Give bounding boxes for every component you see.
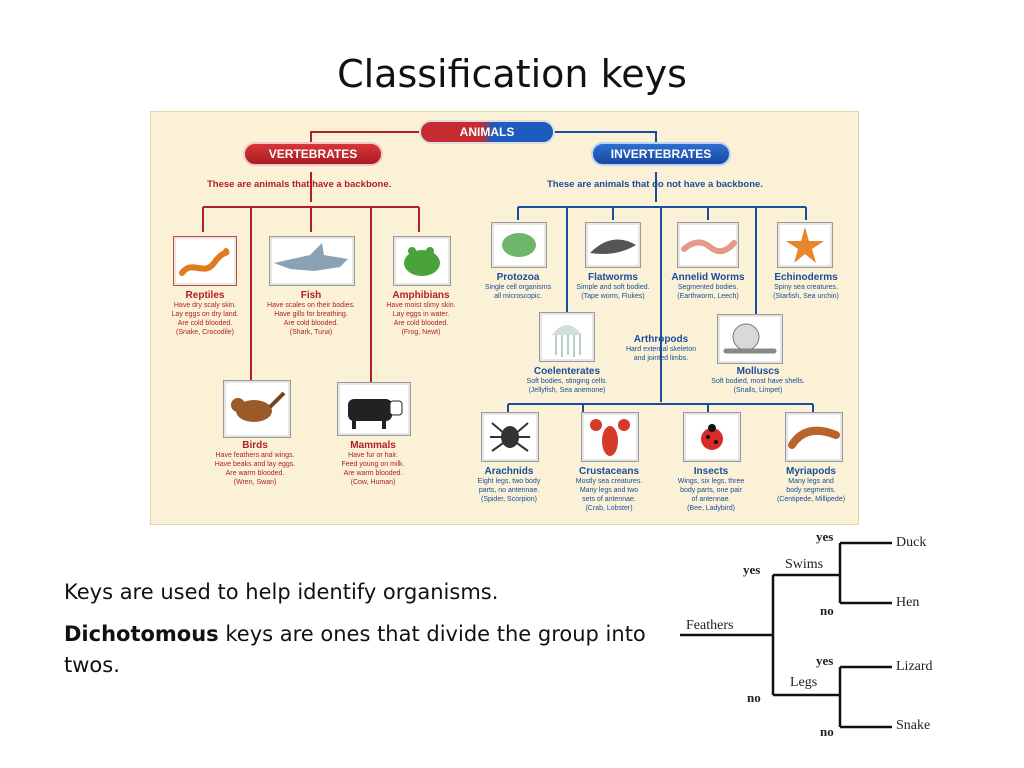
key-branch-yes: yes	[743, 562, 761, 577]
animal-classification-poster: ANIMALS VERTEBRATES INVERTEBRATES These …	[150, 111, 859, 525]
key-legs-no: no	[820, 724, 834, 739]
key-leaf-snake: Snake	[896, 718, 931, 733]
cow-picture	[337, 382, 411, 436]
invertebrates-label: INVERTEBRATES	[591, 142, 731, 166]
category-name: Molluscs	[736, 366, 780, 377]
category-annelid-worms: Annelid Worms Segmented bodies.(Earthwor…	[661, 272, 755, 301]
bullet-keys-identify: Keys are used to help identify organisms…	[64, 580, 499, 604]
category-desc: Have fur or hair.Feed young on milk.Are …	[341, 452, 405, 486]
category-name: Mammals	[350, 440, 396, 451]
dichotomous-definition: keys are ones that divide the group into…	[64, 622, 646, 677]
category-name: Coelenterates	[533, 366, 601, 377]
category-fish: Fish Have scales on their bodies.Have gi…	[255, 290, 367, 337]
category-desc: Have dry scaly skin.Lay eggs on dry land…	[171, 302, 239, 336]
category-name: Myriapods	[785, 466, 836, 477]
category-desc: Have scales on their bodies.Have gills f…	[267, 302, 355, 336]
category-name: Crustaceans	[578, 466, 640, 477]
bullet-dichotomous: Dichotomous keys are ones that divide th…	[64, 619, 654, 681]
category-name: Annelid Worms	[671, 272, 745, 283]
category-desc: Segmented bodies.(Earthworm, Leech)	[677, 284, 739, 300]
category-birds: Birds Have feathers and wings.Have beaks…	[203, 440, 307, 487]
key-swims-yes: yes	[816, 529, 834, 544]
category-molluscs: Molluscs Soft bodied, most have shells.(…	[703, 366, 813, 395]
ladybird-picture	[683, 412, 741, 462]
shark-picture	[269, 236, 355, 286]
animals-label: ANIMALS	[419, 120, 555, 144]
lobster-picture	[581, 412, 639, 462]
slide-title: Classification keys	[337, 52, 687, 96]
spider-picture	[481, 412, 539, 462]
category-echinoderms: Echinoderms Spiny sea creatures.(Starfis…	[759, 272, 853, 301]
key-node-swims: Swims	[785, 557, 824, 572]
category-name: Arthropods	[633, 334, 689, 345]
category-name: Birds	[242, 440, 268, 451]
earthworm-picture	[677, 222, 739, 268]
poster-connector-lines	[202, 131, 814, 412]
category-flatworms: Flatworms Simple and soft bodied.(Tape w…	[567, 272, 659, 301]
flatworm-picture	[585, 222, 641, 268]
category-name: Amphibians	[392, 290, 450, 301]
category-desc: Have feathers and wings.Have beaks and l…	[214, 452, 296, 486]
snake-picture	[173, 236, 237, 286]
key-node-legs: Legs	[790, 675, 818, 690]
bird-picture	[223, 380, 291, 438]
category-reptiles: Reptiles Have dry scaly skin.Lay eggs on…	[153, 290, 257, 337]
category-crustaceans: Crustaceans Mostly sea creatures.Many le…	[563, 466, 655, 513]
category-name: Echinoderms	[774, 272, 838, 283]
category-amphibians: Amphibians Have moist slimy skin.Lay egg…	[369, 290, 473, 337]
starfish-picture	[777, 222, 833, 268]
key-node-feathers: Feathers	[686, 618, 734, 633]
key-swims-no: no	[820, 603, 834, 618]
protozoa-picture	[491, 222, 547, 268]
category-name: Fish	[300, 290, 322, 301]
key-leaf-lizard: Lizard	[896, 659, 933, 674]
vertebrates-subtitle: These are animals that have a backbone.	[207, 179, 392, 190]
category-coelenterates: Coelenterates Soft bodies, stinging cell…	[517, 366, 617, 395]
category-desc: Spiny sea creatures.(Starfish, Sea urchi…	[773, 284, 839, 300]
millipede-picture	[785, 412, 843, 462]
category-name: Flatworms	[587, 272, 638, 283]
frog-picture	[393, 236, 451, 286]
key-leaf-hen: Hen	[896, 595, 920, 610]
key-leaf-duck: Duck	[896, 535, 927, 550]
category-desc: Soft bodied, most have shells.(Snails, L…	[711, 378, 805, 394]
dichotomous-term: Dichotomous	[64, 622, 219, 646]
category-mammals: Mammals Have fur or hair.Feed young on m…	[321, 440, 425, 487]
dichotomous-key-lines	[680, 541, 892, 729]
category-name: Protozoa	[496, 272, 540, 283]
category-desc: Simple and soft bodied.(Tape worm, Fluke…	[576, 284, 650, 300]
category-desc: Soft bodies, stinging cells.(Jellyfish, …	[526, 378, 608, 394]
key-legs-yes: yes	[816, 653, 834, 668]
category-desc: Have moist slimy skin.Lay eggs in water.…	[386, 302, 456, 336]
category-name: Arachnids	[484, 466, 534, 477]
category-name: Reptiles	[185, 290, 225, 301]
jellyfish-picture	[539, 312, 595, 362]
vertebrates-label: VERTEBRATES	[243, 142, 383, 166]
snail-picture	[717, 314, 783, 364]
invertebrates-subtitle: These are animals that do not have a bac…	[547, 179, 763, 190]
category-name: Insects	[693, 466, 729, 477]
key-branch-no: no	[747, 690, 761, 705]
